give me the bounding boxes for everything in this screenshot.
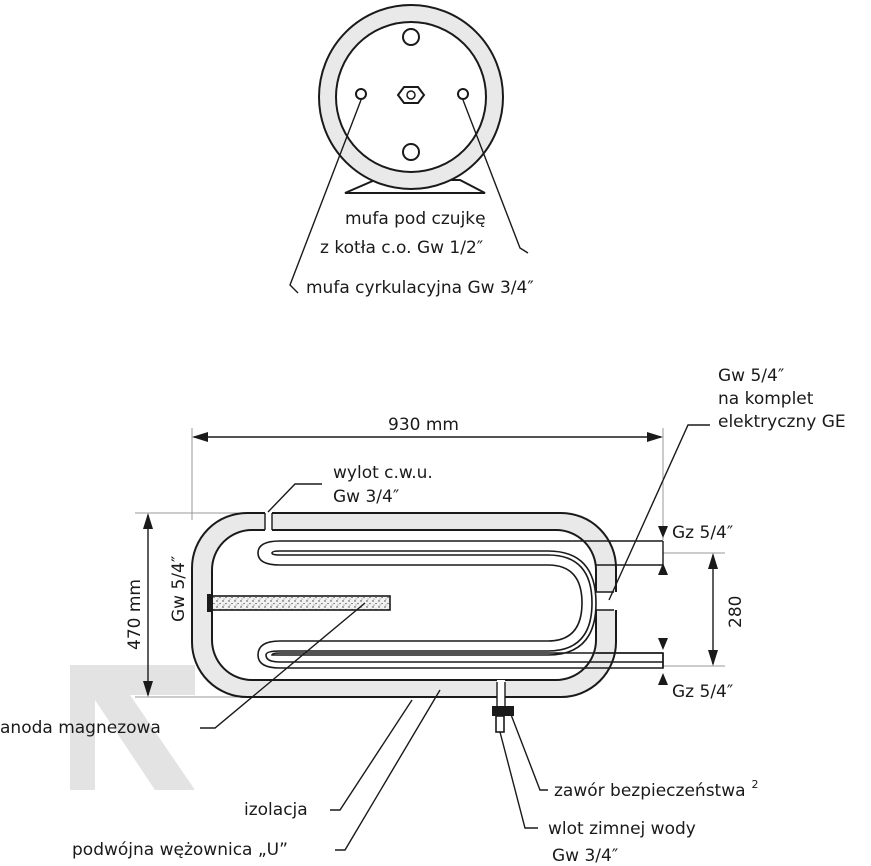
label-coil: podwójna wężownica „U” — [72, 840, 288, 860]
label-safety-valve-text: zawór bezpieczeństwa — [554, 781, 746, 801]
label-heater-line2: na komplet — [718, 389, 814, 409]
safety-valve — [492, 706, 514, 716]
heater-socket-gap — [593, 592, 619, 610]
label-gw54-vertical: Gw 5/4″ — [169, 556, 189, 622]
label-hot-outlet-line2: Gw 3/4″ — [333, 487, 399, 507]
label-safety-valve-sup: 2 — [752, 778, 759, 791]
label-insulation: izolacja — [244, 800, 308, 820]
magnesium-anode — [211, 595, 391, 611]
label-heater-line3: elektryczny GE — [718, 412, 846, 432]
tank-side-view — [191, 510, 664, 733]
anode-head — [207, 594, 213, 612]
label-safety-valve: zawór bezpieczeństwa 2 — [554, 778, 759, 801]
circulation-socket — [355, 88, 367, 100]
gz-top-arrows — [658, 526, 668, 575]
label-gz-bottom: Gz 5/4″ — [672, 682, 733, 702]
dimension-coil-spacing — [708, 553, 718, 666]
double-u-coil — [257, 540, 664, 669]
dimension-height — [143, 513, 153, 697]
lower-port — [402, 143, 420, 161]
label-heater-line1: Gw 5/4″ — [718, 366, 784, 386]
label-sensor-socket-line2: z kotła c.o. Gw 1/2″ — [320, 238, 483, 258]
tank-end-view — [289, 4, 529, 294]
sensor-socket — [457, 88, 469, 100]
label-gz-top: Gz 5/4″ — [672, 523, 733, 543]
dim-length-label: 930 mm — [388, 415, 459, 435]
label-sensor-socket-line1: mufa pod czujkę — [345, 209, 486, 229]
label-cold-inlet-line1: wlot zimnej wody — [548, 819, 696, 839]
center-nut — [396, 86, 426, 104]
dim-coil-spacing-label: 280 — [726, 596, 746, 628]
dimension-length — [192, 432, 663, 442]
label-circulation-socket: mufa cyrkulacyjna Gw 3/4″ — [306, 278, 534, 298]
watermark-logo — [70, 665, 195, 790]
label-anode: anoda magnezowa — [0, 718, 161, 738]
cold-inlet-pipe — [495, 715, 505, 733]
label-cold-inlet-line2: Gw 3/4″ — [552, 846, 618, 866]
dim-height-label: 470 mm — [125, 579, 145, 650]
gz-bottom-arrows — [658, 638, 668, 685]
upper-port — [402, 28, 420, 46]
label-hot-outlet-line1: wylot c.w.u. — [333, 463, 433, 483]
